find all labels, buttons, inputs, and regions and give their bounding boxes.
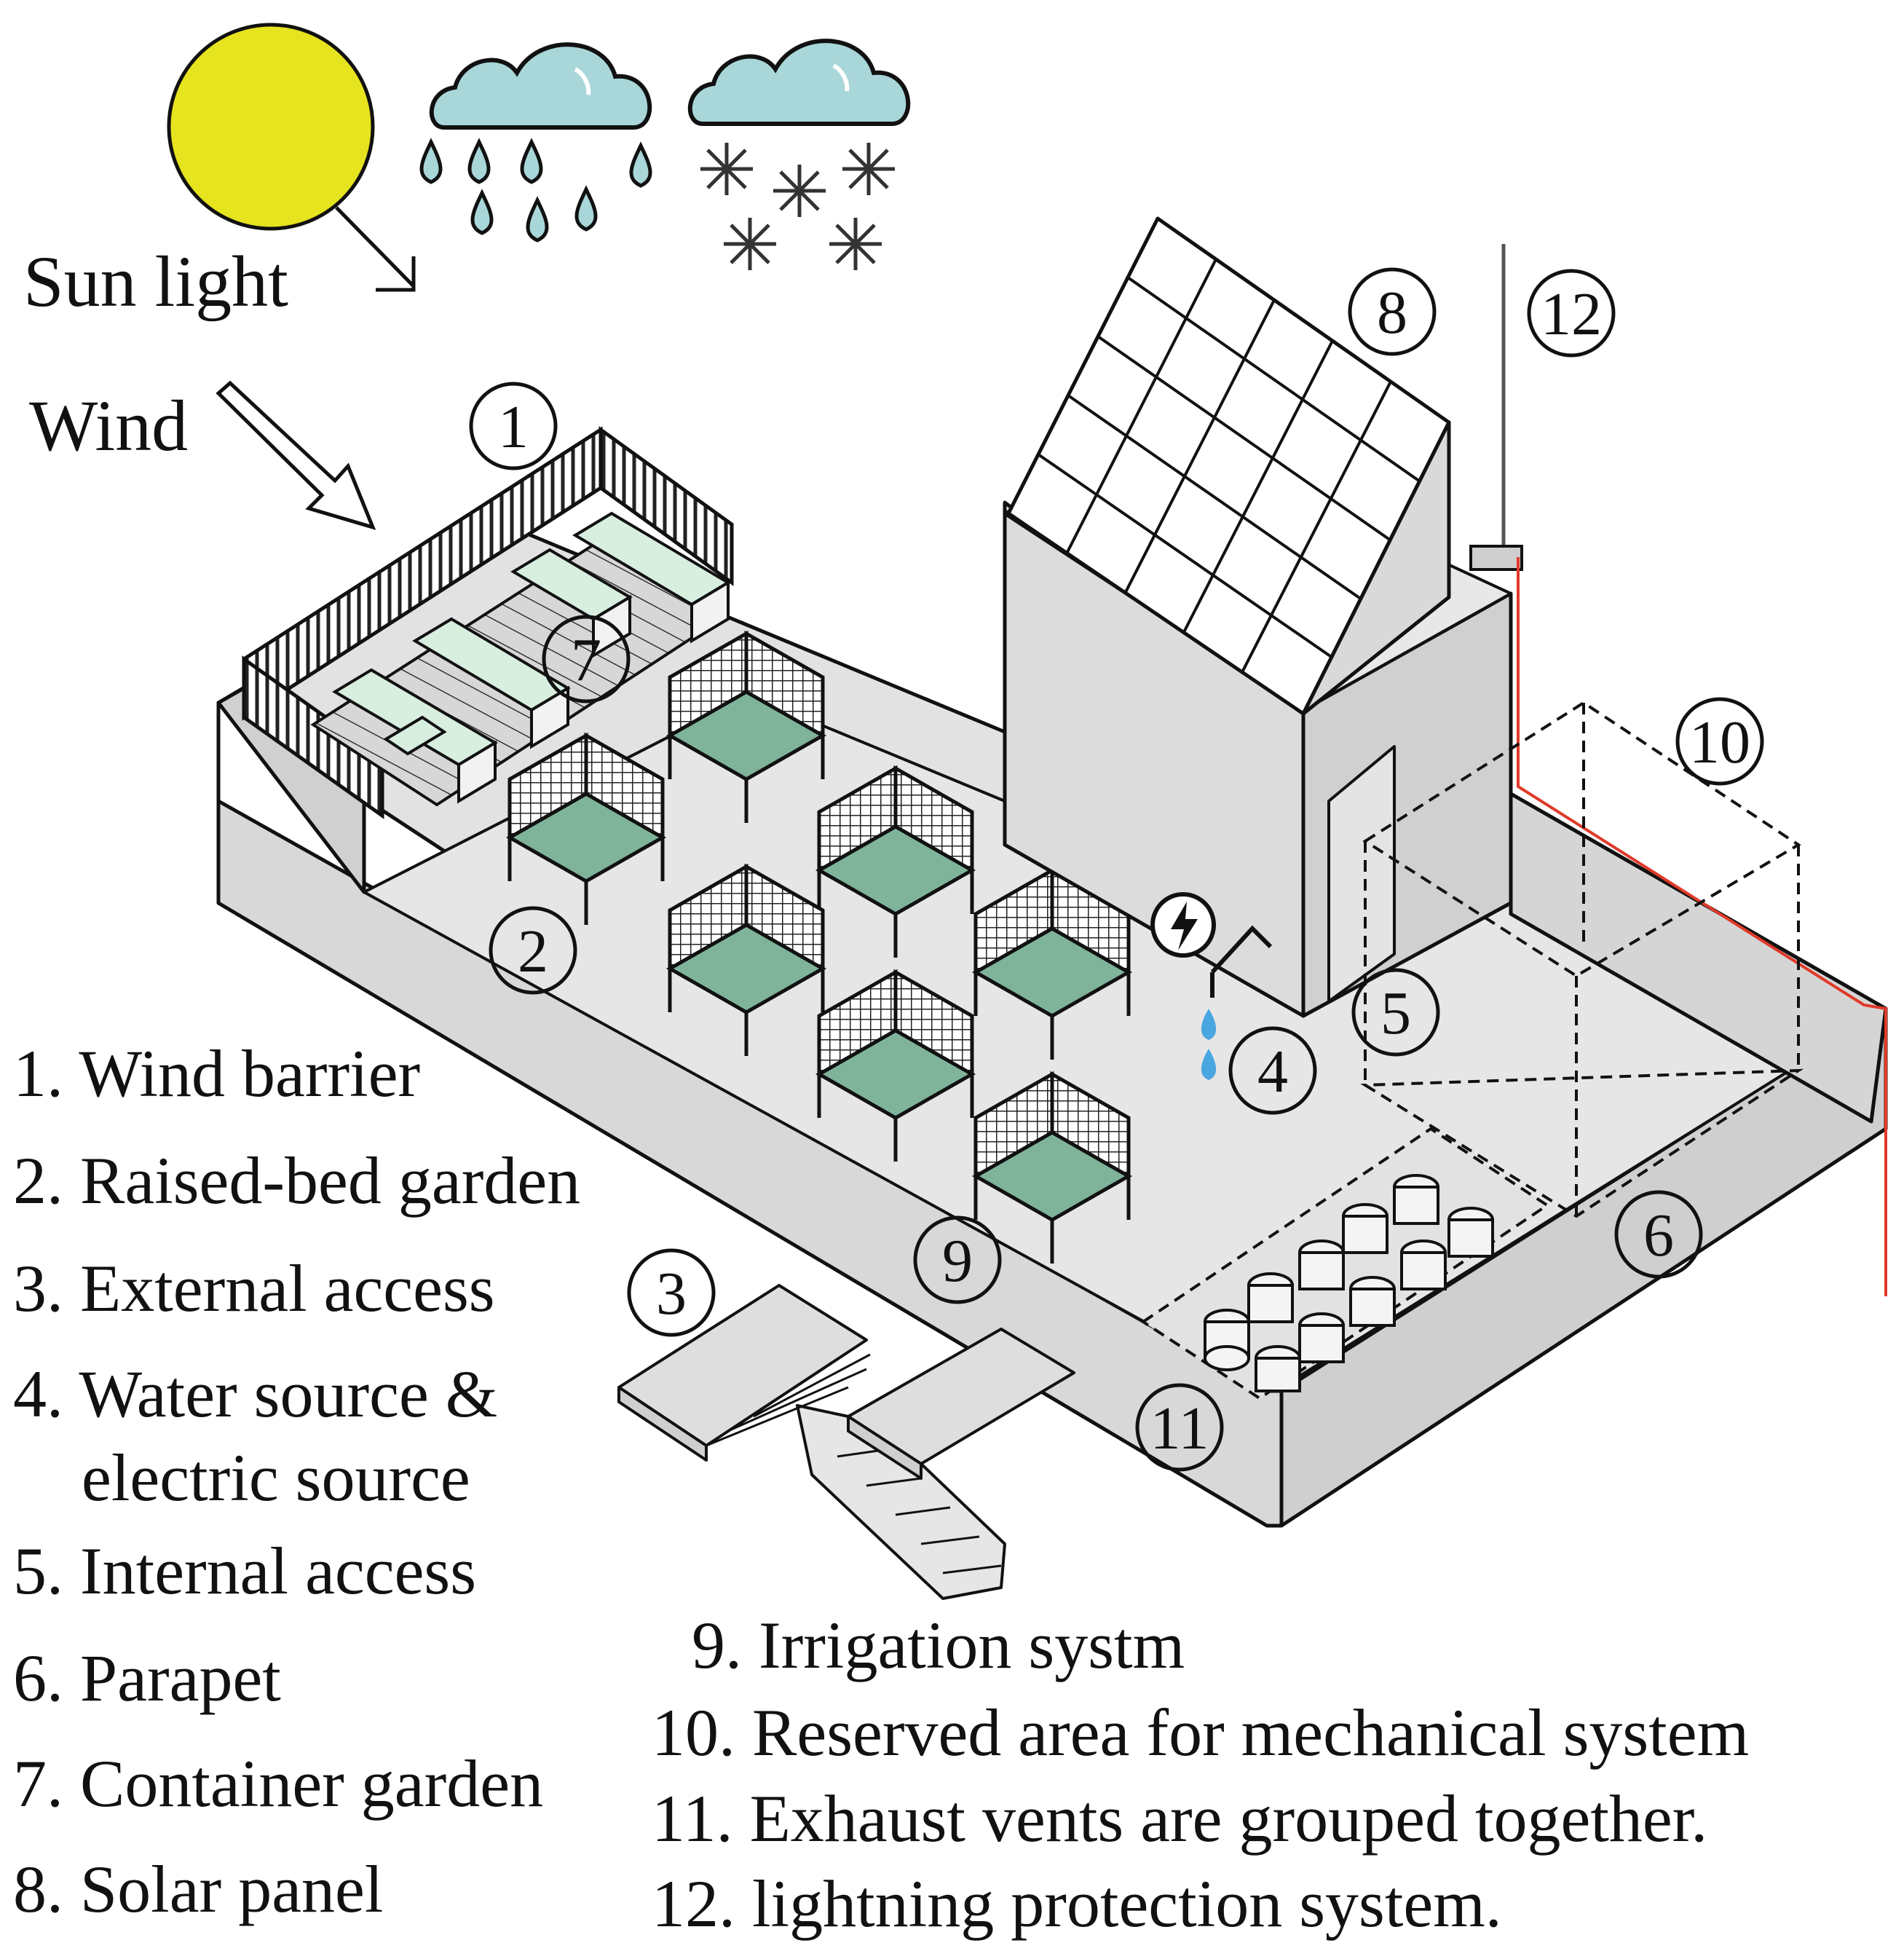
marker-7: 7 bbox=[542, 615, 631, 703]
svg-text:5: 5 bbox=[1380, 980, 1411, 1047]
legend-item-8: 8. Solar panel bbox=[13, 1852, 383, 1926]
svg-text:7: 7 bbox=[571, 626, 601, 694]
internal-access-door bbox=[1327, 745, 1396, 1003]
sun-light-label: Sun light bbox=[23, 241, 288, 322]
raised-bed bbox=[971, 1071, 1133, 1264]
marker-3: 3 bbox=[627, 1248, 716, 1337]
raised-bed bbox=[815, 969, 976, 1162]
legend-item-9: 9. Irrigation systm bbox=[692, 1608, 1185, 1682]
rain-cloud-icon bbox=[419, 42, 652, 243]
marker-9: 9 bbox=[913, 1215, 1002, 1304]
svg-text:2: 2 bbox=[518, 918, 548, 985]
legend-item-11: 11. Exhaust vents are grouped together. bbox=[652, 1781, 1707, 1856]
wind-label: Wind bbox=[29, 385, 188, 466]
legend-right: 9. Irrigation systm 10. Reserved area fo… bbox=[652, 1608, 1749, 1941]
lightning-protection bbox=[1469, 244, 1887, 1296]
marker-2: 2 bbox=[489, 906, 577, 995]
marker-8: 8 bbox=[1348, 267, 1437, 356]
sun-arrow-icon bbox=[335, 206, 416, 292]
exhaust-vents bbox=[1140, 1127, 1550, 1400]
legend-item-7: 7. Container garden bbox=[13, 1746, 543, 1821]
legend-left: 1. Wind barrier 2. Raised-bed garden 3. … bbox=[13, 1036, 580, 1926]
svg-text:12: 12 bbox=[1541, 280, 1602, 348]
marker-1: 1 bbox=[469, 382, 558, 470]
sun-icon bbox=[167, 23, 375, 231]
legend-item-12: 12. lightning protection system. bbox=[652, 1867, 1502, 1941]
legend-item-10: 10. Reserved area for mechanical system bbox=[652, 1695, 1749, 1770]
marker-4: 4 bbox=[1228, 1026, 1317, 1115]
raised-bed bbox=[971, 867, 1133, 1060]
water-drop-icon bbox=[1201, 1009, 1217, 1040]
legend-item-6: 6. Parapet bbox=[13, 1641, 281, 1715]
solar-panel-icon bbox=[1006, 216, 1451, 716]
snow-cloud-icon bbox=[687, 39, 911, 270]
wind-barrier bbox=[242, 426, 734, 819]
legend-item-5: 5. Internal access bbox=[13, 1534, 476, 1608]
wind-arrow-icon bbox=[216, 380, 376, 530]
svg-text:1: 1 bbox=[498, 393, 529, 461]
external-access-stairs bbox=[617, 1284, 1075, 1600]
svg-text:6: 6 bbox=[1643, 1202, 1674, 1269]
svg-text:10: 10 bbox=[1689, 709, 1750, 776]
legend-item-3: 3. External access bbox=[13, 1251, 495, 1325]
svg-text:3: 3 bbox=[656, 1260, 687, 1328]
raised-bed bbox=[815, 765, 976, 958]
marker-5: 5 bbox=[1351, 968, 1440, 1057]
reserved-mechanical-area bbox=[1360, 701, 1804, 1218]
svg-text:4: 4 bbox=[1257, 1038, 1288, 1105]
legend-item-4: 4. Water source & bbox=[13, 1357, 497, 1431]
weather-group: Sun light Wind bbox=[23, 23, 911, 530]
raised-beds bbox=[505, 630, 1133, 1264]
svg-text:9: 9 bbox=[942, 1227, 973, 1295]
marker-11: 11 bbox=[1135, 1383, 1224, 1472]
svg-text:8: 8 bbox=[1377, 279, 1407, 347]
number-markers: 1 2 3 4 5 6 7 8 9 10 11 12 bbox=[469, 267, 1764, 1472]
water-electric-source bbox=[1150, 892, 1273, 1080]
legend-item-1: 1. Wind barrier bbox=[13, 1036, 420, 1111]
marker-12: 12 bbox=[1527, 269, 1616, 358]
water-drop-icon bbox=[1201, 1049, 1217, 1080]
raised-bed bbox=[665, 630, 827, 823]
raised-bed bbox=[505, 732, 667, 925]
marker-6: 6 bbox=[1614, 1190, 1703, 1279]
legend-item-4-cont: electric source bbox=[82, 1440, 470, 1515]
container-garden bbox=[310, 511, 731, 807]
marker-10: 10 bbox=[1675, 697, 1764, 786]
svg-text:11: 11 bbox=[1150, 1395, 1209, 1462]
legend-item-2: 2. Raised-bed garden bbox=[13, 1143, 580, 1218]
raised-bed bbox=[665, 863, 827, 1056]
